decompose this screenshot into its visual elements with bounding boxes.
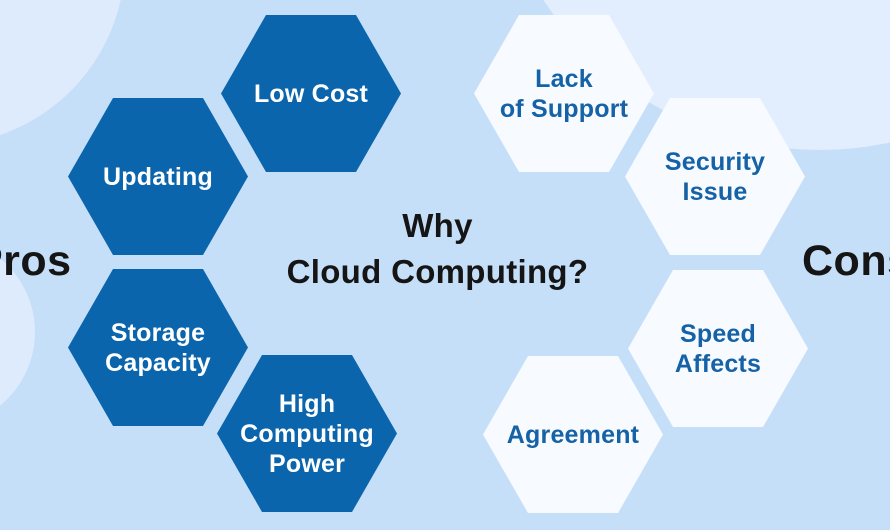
hexagon-label: High Computing Power: [240, 389, 374, 478]
pros-label: Pros: [0, 237, 72, 285]
hexagon-label: Low Cost: [253, 79, 369, 108]
cons-hexagon-speed-affects: Speed Affects: [628, 270, 808, 427]
cons-label: Cons: [802, 237, 890, 285]
hexagon-label: Lack of Support: [499, 64, 629, 123]
pros-hexagon-low-cost: Low Cost: [221, 15, 401, 172]
page-title: Why Cloud Computing?: [255, 203, 620, 295]
cons-hexagon-agreement: Agreement: [483, 356, 663, 513]
title-line-2: Cloud Computing?: [286, 253, 589, 291]
hexagon-label: Speed Affects: [674, 319, 762, 378]
cons-hexagon-lack-of-support: Lack of Support: [474, 15, 654, 172]
hexagon-label: Agreement: [506, 420, 640, 449]
pros-hexagon-updating: Updating: [68, 98, 248, 255]
title-line-1: Why: [402, 207, 473, 244]
pros-hexagon-storage-capacity: Storage Capacity: [68, 269, 248, 426]
pros-hexagon-high-computing-power: High Computing Power: [217, 355, 397, 512]
hexagon-label: Updating: [103, 162, 213, 191]
hexagon-label: Security Issue: [664, 147, 766, 206]
hexagon-label: Storage Capacity: [105, 318, 211, 377]
